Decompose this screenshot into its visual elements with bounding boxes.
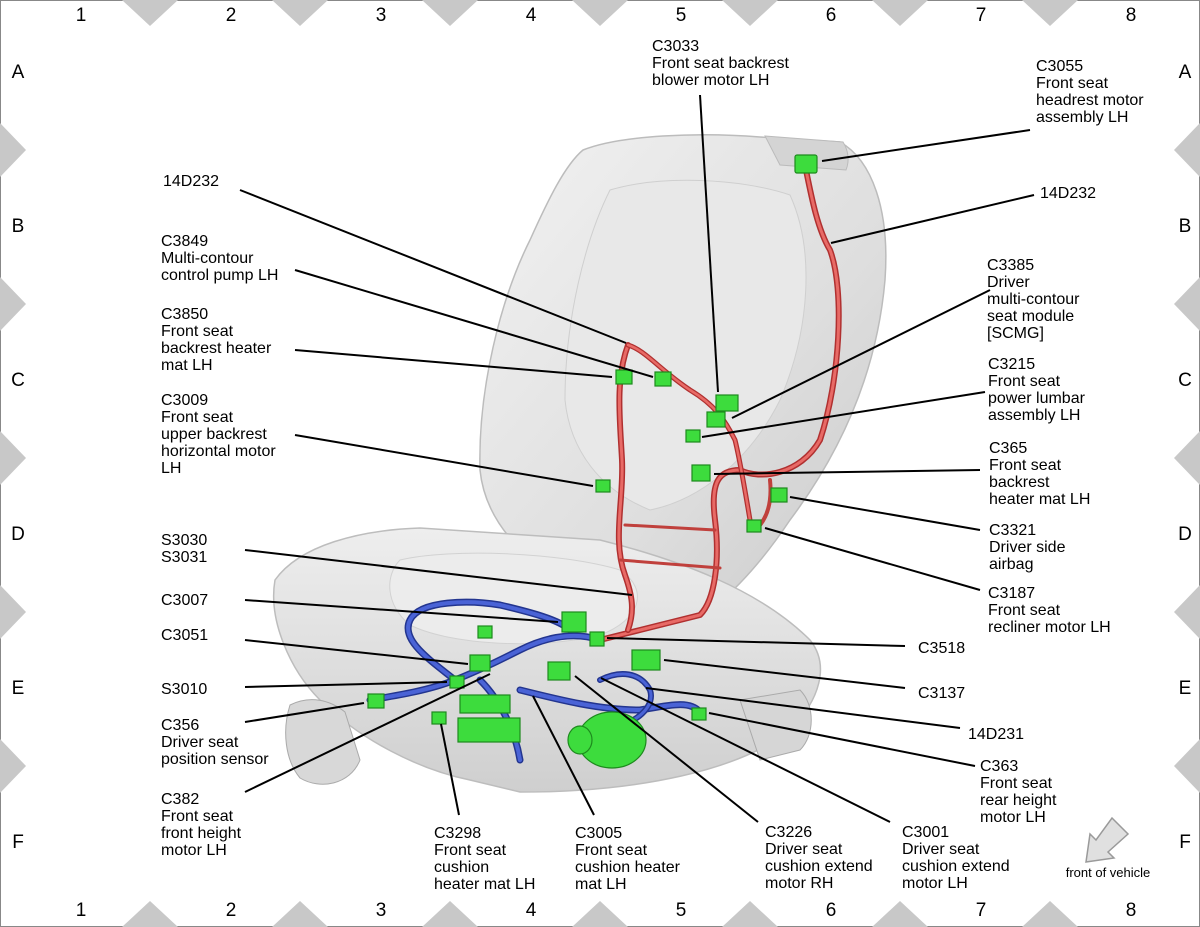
row-left-f: F bbox=[12, 832, 24, 853]
connector-c3226 bbox=[547, 661, 571, 681]
label-c3850: C3850 Front seat backrest heater mat LH bbox=[161, 306, 276, 374]
connector-c3215 bbox=[685, 429, 701, 443]
col-top-6: 6 bbox=[826, 5, 837, 26]
label-c3033: C3033 Front seat backrest blower motor L… bbox=[652, 38, 793, 89]
col-bottom-8: 8 bbox=[1126, 900, 1137, 921]
col-top-4: 4 bbox=[526, 5, 537, 26]
row-right-e: E bbox=[1179, 678, 1192, 699]
col-top-8: 8 bbox=[1126, 5, 1137, 26]
connector-blue-small bbox=[477, 625, 493, 639]
callout-labels: C3033 Front seat backrest blower motor L… bbox=[161, 38, 1148, 893]
connector-c382 bbox=[457, 717, 521, 743]
front-of-vehicle-label: front of vehicle bbox=[1066, 865, 1151, 880]
label-c3005: C3005 Front seat cushion heater mat LH bbox=[575, 825, 684, 893]
label-s3010: S3010 bbox=[161, 681, 207, 698]
col-bottom-3: 3 bbox=[376, 900, 387, 921]
label-c3007: C3007 bbox=[161, 592, 208, 609]
label-s3030: S3030 S3031 bbox=[161, 532, 212, 566]
connector-c3298 bbox=[431, 711, 447, 725]
label-c3518: C3518 bbox=[918, 640, 965, 657]
col-top-3: 3 bbox=[376, 5, 387, 26]
label-14d232-right: 14D232 bbox=[1040, 185, 1096, 202]
label-c3321: C3321 Driver side airbag bbox=[989, 522, 1070, 573]
connector-c3051 bbox=[469, 654, 491, 672]
label-14d232-left: 14D232 bbox=[163, 173, 219, 190]
label-c3385: C3385 Driver multi-contour seat module [… bbox=[987, 257, 1084, 342]
connector-c3055 bbox=[794, 154, 818, 174]
label-c3187: C3187 Front seat recliner motor LH bbox=[988, 585, 1111, 636]
connector-s3010 bbox=[449, 675, 465, 689]
col-bottom-2: 2 bbox=[226, 900, 237, 921]
connector-c3009 bbox=[595, 479, 611, 493]
label-c3055: C3055 Front seat headrest motor assembly… bbox=[1036, 58, 1148, 126]
front-arrow-icon bbox=[1085, 816, 1130, 863]
col-bottom-5: 5 bbox=[676, 900, 687, 921]
col-top-1: 1 bbox=[76, 5, 87, 26]
label-c363: C363 Front seat rear height motor LH bbox=[980, 758, 1061, 826]
col-top-7: 7 bbox=[976, 5, 987, 26]
label-c3009: C3009 Front seat upper backrest horizont… bbox=[161, 392, 280, 477]
col-bottom-1: 1 bbox=[76, 900, 87, 921]
column-labels: 1 2 3 4 5 6 7 8 1 2 3 4 5 6 7 8 bbox=[76, 5, 1137, 921]
connector-c3007 bbox=[561, 611, 587, 633]
label-c3849: C3849 Multi-contour control pump LH bbox=[161, 233, 278, 284]
connectors bbox=[367, 154, 818, 769]
row-right-f: F bbox=[1179, 832, 1191, 853]
seat-cushion-panel bbox=[389, 552, 638, 645]
label-c3215: C3215 Front seat power lumbar assembly L… bbox=[988, 356, 1089, 424]
row-right-c: C bbox=[1178, 370, 1192, 391]
connector-c365 bbox=[691, 464, 711, 482]
row-right-b: B bbox=[1179, 216, 1192, 237]
connector-c3385 bbox=[706, 411, 726, 428]
label-c3137: C3137 bbox=[918, 685, 965, 702]
label-c3051: C3051 bbox=[161, 627, 208, 644]
connector-c3321 bbox=[770, 487, 788, 503]
label-c3001: C3001 Driver seat cushion extend motor L… bbox=[902, 824, 1014, 892]
connector-c3849 bbox=[654, 371, 672, 387]
row-left-d: D bbox=[11, 524, 25, 545]
label-c382: C382 Front seat front height motor LH bbox=[161, 791, 246, 859]
row-left-c: C bbox=[11, 370, 25, 391]
connector-c356 bbox=[367, 693, 385, 709]
label-c3298: C3298 Front seat cushion heater mat LH bbox=[434, 825, 535, 893]
motor-cushion-extend-cap bbox=[567, 725, 593, 755]
connector-c3850 bbox=[615, 369, 633, 385]
col-top-2: 2 bbox=[226, 5, 237, 26]
row-labels: A B C D E F A B C D E F bbox=[11, 62, 1192, 853]
col-bottom-7: 7 bbox=[976, 900, 987, 921]
label-c356: C356 Driver seat position sensor bbox=[161, 717, 269, 768]
leader-lines bbox=[239, 94, 1035, 823]
label-14d231: 14D231 bbox=[968, 726, 1024, 743]
front-of-vehicle-indicator: front of vehicle bbox=[1066, 816, 1151, 880]
col-bottom-4: 4 bbox=[526, 900, 537, 921]
row-left-b: B bbox=[12, 216, 25, 237]
col-top-5: 5 bbox=[676, 5, 687, 26]
row-left-e: E bbox=[12, 678, 25, 699]
label-c365: C365 Front seat backrest heater mat LH bbox=[989, 440, 1090, 508]
connector-c3137 bbox=[631, 649, 661, 671]
col-bottom-6: 6 bbox=[826, 900, 837, 921]
connector-c3005 bbox=[459, 694, 511, 714]
row-right-a: A bbox=[1179, 62, 1192, 83]
row-right-d: D bbox=[1178, 524, 1192, 545]
row-left-a: A bbox=[12, 62, 25, 83]
label-c3226: C3226 Driver seat cushion extend motor R… bbox=[765, 824, 877, 892]
connector-c3033 bbox=[715, 394, 739, 412]
connector-c3518 bbox=[589, 631, 605, 647]
connector-c363 bbox=[691, 707, 707, 721]
connector-c3187 bbox=[746, 519, 762, 533]
